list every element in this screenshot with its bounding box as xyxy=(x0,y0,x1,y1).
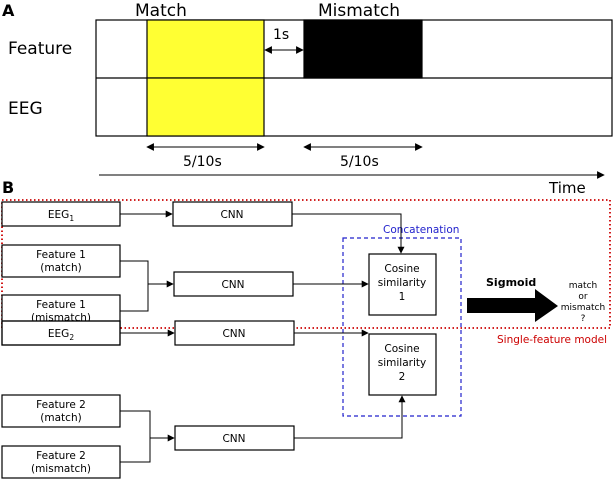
match-block-feature xyxy=(146,19,265,79)
output-line4: ? xyxy=(581,314,586,324)
connectors xyxy=(120,210,406,463)
panel-a-label: A xyxy=(2,1,15,20)
output-line3: mismatch xyxy=(561,303,605,313)
cosine2-line2: similarity xyxy=(378,357,426,369)
gap-label: 1s xyxy=(273,27,289,43)
cnn-feature1-label: CNN xyxy=(221,279,244,291)
cnn-feature2-to-cosine2-arrow xyxy=(294,395,406,439)
feature1-mismatch-line1: Feature 1 xyxy=(36,299,86,311)
feature1-merge-bracket xyxy=(120,260,149,312)
panel-b: B Single-feature model Concatenation EEG… xyxy=(1,178,611,479)
match-label: Match xyxy=(135,1,187,21)
time-label: Time xyxy=(548,179,586,197)
single-feature-label: Single-feature model xyxy=(497,334,607,346)
match-block-eeg xyxy=(146,77,265,137)
panel-a: A Match Mismatch Feature EEG 1s 5/10s 5/… xyxy=(2,1,613,197)
cnn-eeg2-label: CNN xyxy=(222,328,245,340)
concatenation-region xyxy=(342,237,462,417)
feature-row-label: Feature xyxy=(8,39,72,59)
feature2-mismatch-line1: Feature 2 xyxy=(36,450,86,462)
cosine1-line3: 1 xyxy=(399,291,406,303)
cosine1-box xyxy=(368,253,437,316)
cnn-eeg1-to-cosine1-arrow xyxy=(292,213,405,254)
concatenation-label: Concatenation xyxy=(383,224,459,236)
cnn-feature1-box xyxy=(173,271,294,297)
eeg2-label: EEG2 xyxy=(48,328,74,342)
feature2-mismatch-box xyxy=(1,445,121,479)
output-line2: or xyxy=(578,292,588,302)
feature2-match-line1: Feature 2 xyxy=(36,399,86,411)
cosine1-line2: similarity xyxy=(378,277,426,289)
feature2-match-box xyxy=(1,394,121,428)
sigmoid-label: Sigmoid xyxy=(486,276,536,289)
feature1-match-box xyxy=(1,244,121,278)
feature1-match-line1: Feature 1 xyxy=(36,249,86,261)
cnn-eeg1-label: CNN xyxy=(220,209,243,221)
cosine2-box xyxy=(368,333,437,396)
cnn-feature2-box xyxy=(174,425,295,451)
feature2-mismatch-line2: (mismatch) xyxy=(31,463,91,475)
sigmoid-arrow xyxy=(467,289,558,322)
feature1-match-line2: (match) xyxy=(40,262,81,274)
eeg1-box xyxy=(1,201,121,227)
cnn-eeg1-box xyxy=(172,201,293,227)
cosine1-line1: Cosine xyxy=(384,263,419,275)
duration-left-label: 5/10s xyxy=(183,154,222,170)
cnn-feature2-label: CNN xyxy=(222,433,245,445)
eeg-row-label: EEG xyxy=(8,99,43,119)
feature2-match-line2: (match) xyxy=(40,412,81,424)
feature2-merge-bracket xyxy=(120,410,151,463)
cosine2-line1: Cosine xyxy=(384,343,419,355)
cosine2-line3: 2 xyxy=(399,371,406,383)
output-line1: match xyxy=(569,281,597,291)
mismatch-label: Mismatch xyxy=(318,1,400,21)
duration-right-label: 5/10s xyxy=(340,154,379,170)
panel-b-label: B xyxy=(2,178,14,197)
mismatch-block-feature xyxy=(303,19,423,79)
eeg1-label: EEG1 xyxy=(48,209,74,223)
